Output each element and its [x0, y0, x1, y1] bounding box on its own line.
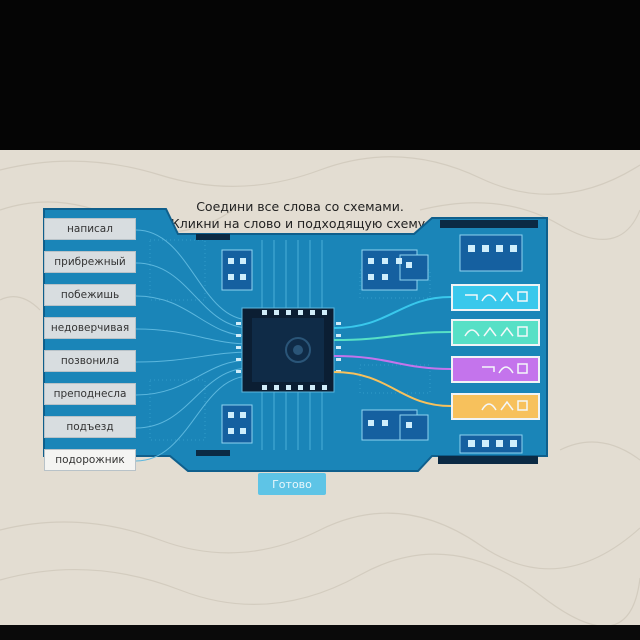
circuit-board [43, 208, 548, 472]
ending-icon [517, 363, 528, 374]
components [221, 234, 523, 454]
wire-1 [333, 296, 452, 329]
root-icon [481, 403, 497, 411]
instruction-text: Соедини все слова со схемами. Кликни на … [140, 198, 460, 232]
word-button[interactable]: подорожник [44, 449, 136, 471]
root-icon [481, 294, 497, 302]
scheme-button[interactable] [451, 393, 540, 420]
scheme-button[interactable] [451, 319, 540, 346]
ending-icon [517, 400, 528, 411]
scheme-button[interactable] [451, 356, 540, 383]
left-traces [135, 229, 251, 462]
dark-bottom-area [0, 625, 640, 640]
word-button[interactable]: прибрежный [44, 251, 136, 273]
board-dots [149, 239, 431, 441]
background-pattern [0, 156, 640, 625]
instruction-line-1: Соедини все слова со схемами. [196, 199, 404, 214]
component-pins [228, 245, 517, 447]
app-screen: Соедини все слова со схемами. Кликни на … [0, 150, 640, 625]
morpheme-scheme [481, 400, 528, 411]
word-button[interactable]: подъезд [44, 416, 136, 438]
root-icon [498, 366, 514, 374]
morpheme-scheme [482, 363, 528, 374]
morpheme-scheme [465, 291, 528, 302]
prefix-icon [482, 366, 495, 372]
bus-lines [261, 240, 323, 450]
suffix-icon [483, 326, 497, 337]
ending-icon [517, 326, 528, 337]
prefix-icon [465, 294, 478, 300]
root-icon [464, 329, 480, 337]
dark-top-area [0, 0, 640, 150]
board-edge [43, 208, 548, 472]
word-button[interactable]: позвонила [44, 350, 136, 372]
word-button[interactable]: написал [44, 218, 136, 240]
edge-connectors [196, 220, 538, 464]
ending-icon [517, 291, 528, 302]
scheme-button[interactable] [451, 284, 540, 311]
done-button[interactable]: Готово [258, 473, 326, 495]
suffix-icon [500, 291, 514, 302]
morpheme-scheme [464, 326, 528, 337]
wire-3 [333, 355, 452, 370]
word-button[interactable]: преподнесла [44, 383, 136, 405]
wire-2 [333, 331, 452, 341]
word-button[interactable]: недоверчивая [44, 317, 136, 339]
processor-chip [236, 307, 341, 393]
word-button[interactable]: побежишь [44, 284, 136, 306]
instruction-line-2: Кликни на слово и подходящую схему. [170, 216, 430, 231]
suffix-icon [500, 400, 514, 411]
wire-4 [333, 371, 452, 407]
suffix-icon [500, 326, 514, 337]
